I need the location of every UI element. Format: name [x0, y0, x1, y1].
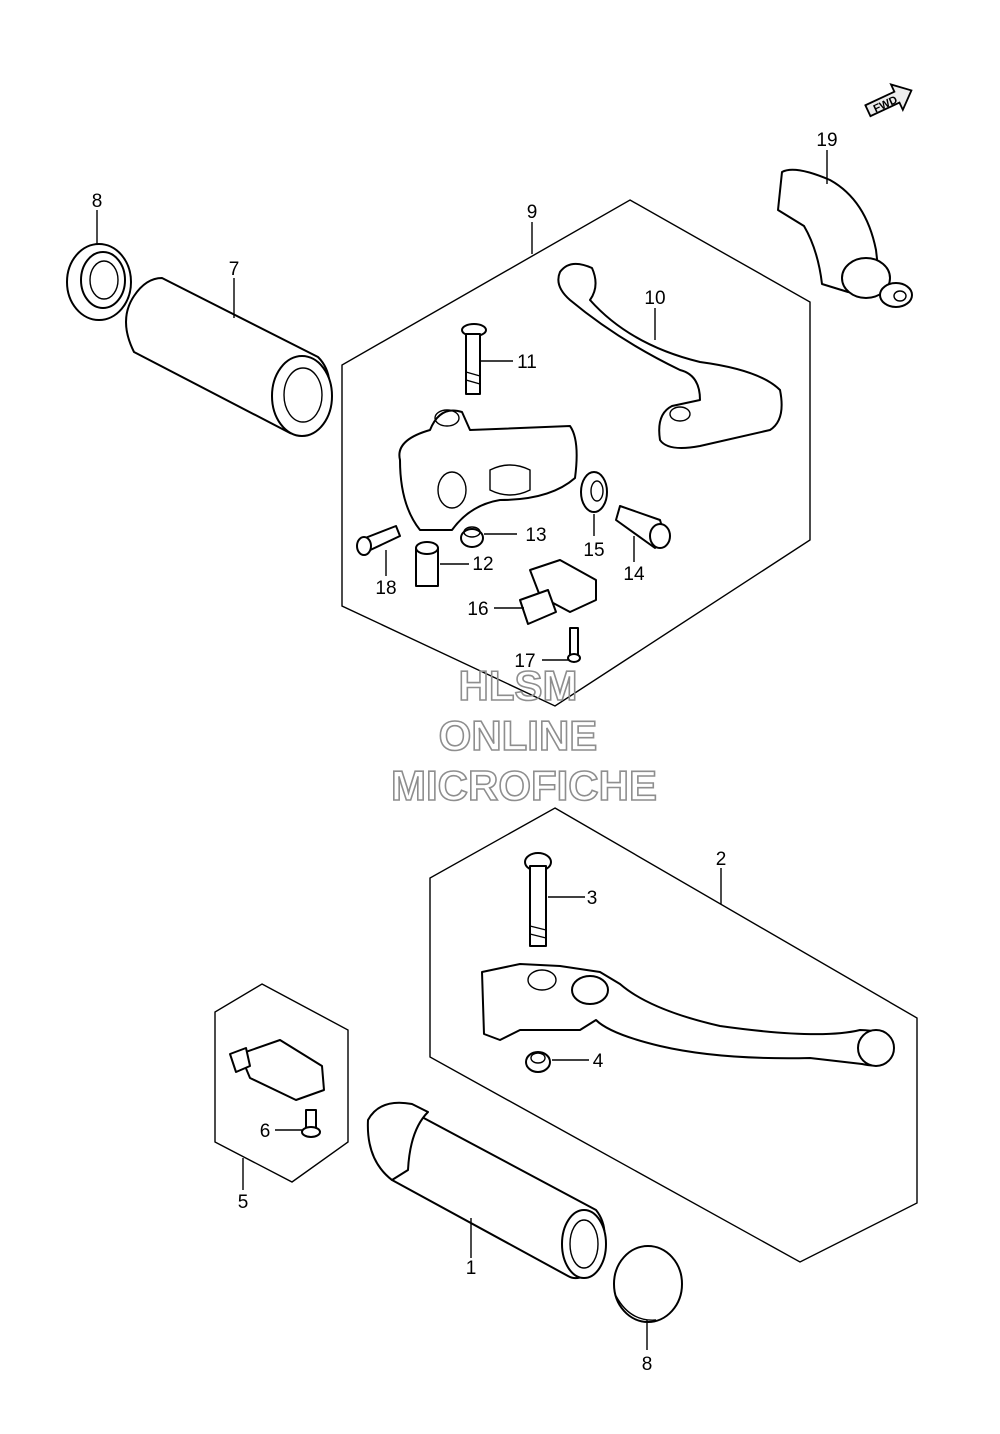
pivot-bolt-3	[524, 852, 552, 947]
callout-9: 9	[527, 202, 538, 223]
callout-12: 12	[472, 554, 493, 575]
callout-7: 7	[229, 259, 240, 280]
left-grip	[125, 277, 333, 437]
clutch-lever-10	[557, 262, 783, 449]
bolt-18	[356, 525, 401, 556]
callout-8-bottom: 8	[642, 1354, 653, 1375]
group-outline-2	[429, 807, 918, 1263]
callout-19: 19	[816, 130, 837, 151]
brake-lever-2	[481, 963, 895, 1067]
callout-17: 17	[514, 651, 535, 672]
screw-17	[567, 627, 581, 663]
lever-holder-9	[398, 409, 578, 531]
adjuster-nut-15	[580, 471, 608, 513]
leader-lines	[96, 150, 828, 1350]
callout-16: 16	[467, 599, 488, 620]
fwd-label: FWD	[872, 94, 900, 115]
watermark: HLSM ONLINE MICROFICHE	[390, 661, 658, 810]
callout-13: 13	[525, 525, 546, 546]
grip-end-cap-bottom	[613, 1245, 683, 1323]
callout-10: 10	[644, 288, 665, 309]
grip-end-ring-top	[66, 243, 132, 321]
watermark-line-2: ONLINE	[439, 712, 598, 759]
group-outline-9	[341, 199, 811, 707]
nut-13	[460, 526, 484, 548]
collar-12	[415, 541, 439, 587]
callout-5: 5	[238, 1192, 249, 1213]
watermark-line-1: HLSM	[459, 662, 578, 709]
callout-8-top: 8	[92, 191, 103, 212]
callout-18: 18	[375, 578, 396, 599]
group-outline-5	[214, 983, 349, 1183]
cable-guide	[777, 168, 913, 308]
nut-4	[525, 1051, 551, 1073]
callout-14: 14	[623, 564, 645, 585]
clutch-switch-16	[519, 559, 597, 625]
fwd-arrow-icon: FWD	[864, 83, 913, 118]
throttle-grip-1	[366, 1101, 607, 1280]
callout-11: 11	[517, 352, 537, 373]
adjuster-bolt-14	[615, 505, 671, 549]
brake-switch-5	[229, 1039, 325, 1101]
callout-1: 1	[466, 1258, 477, 1279]
pivot-bolt-11	[461, 323, 487, 395]
callout-2: 2	[716, 849, 727, 870]
callout-4: 4	[593, 1051, 604, 1072]
screw-6	[301, 1109, 321, 1138]
watermark-line-3: MICROFICHE	[391, 762, 657, 809]
callout-15: 15	[583, 540, 604, 561]
callout-3: 3	[587, 888, 598, 909]
callout-6: 6	[260, 1121, 271, 1142]
